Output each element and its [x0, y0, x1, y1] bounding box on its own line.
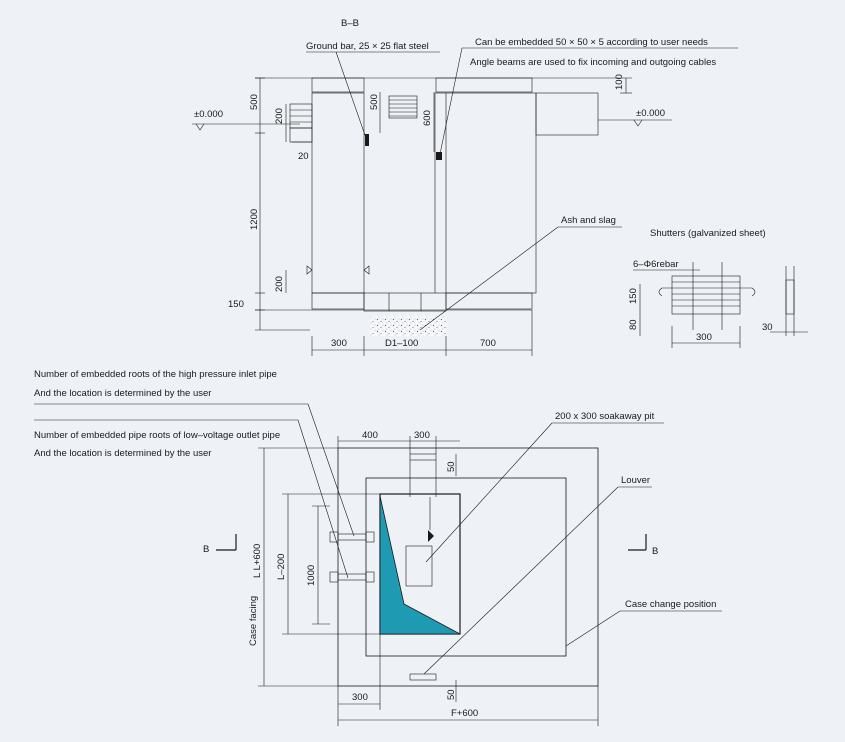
plan-view: Number of embedded roots of the high pre…	[34, 369, 722, 726]
dim-600: 600	[422, 110, 433, 126]
label-ground-bar: Ground bar, 25 × 25 flat steel	[306, 41, 429, 52]
shutter-dim-30: 30	[762, 322, 773, 333]
label-louver: Louver	[621, 475, 650, 486]
shutter-dim-150: 150	[628, 288, 639, 304]
dim-200-top: 200	[274, 108, 285, 124]
section-mark-right: B	[628, 534, 658, 557]
lv-pipe	[329, 571, 375, 583]
top-slab-left	[311, 77, 365, 93]
shutter-plate	[671, 275, 741, 315]
shutters-rebar: 6–Φ6rebar	[633, 259, 679, 270]
level-mark-right: ±0.000	[598, 108, 672, 127]
label-embed: Can be embedded 50 × 50 × 5 according to…	[475, 37, 708, 48]
label-ash-slag: Ash and slag	[561, 215, 616, 226]
dim-700: 700	[480, 338, 496, 349]
dim-150: 150	[228, 299, 244, 310]
base-left	[311, 292, 365, 310]
plan-dim-400: 400	[362, 430, 378, 441]
plan-dim-l600: L L+600	[252, 544, 263, 578]
brick-wall-right	[445, 92, 537, 294]
dim-20: 20	[298, 151, 309, 162]
angle-beam	[436, 152, 442, 160]
teal-plate	[379, 495, 461, 635]
shutters-detail: Shutters (galvanized sheet) 6–Φ6rebar 15…	[628, 228, 808, 348]
svg-text:B: B	[652, 546, 658, 557]
plan-dim-50-top: 50	[446, 461, 457, 472]
base-channel	[363, 292, 447, 312]
plan-dim-50-bottom: 50	[446, 689, 457, 700]
label-angle-beams: Angle beams are used to fix incoming and…	[470, 57, 716, 68]
dim-300: 300	[331, 338, 347, 349]
dim-d1: D1–100	[385, 338, 418, 349]
soakaway-pit	[405, 545, 433, 587]
brick-wall-ledge	[535, 92, 599, 136]
hp-pipe	[329, 531, 375, 543]
shutter-dim-80: 80	[628, 319, 639, 330]
label-soakaway: 200 x 300 soakaway pit	[555, 411, 655, 422]
note-hp-1: Number of embedded roots of the high pre…	[34, 369, 277, 380]
section-mark-left: B	[203, 534, 237, 555]
shutter-dim-300: 300	[696, 332, 712, 343]
brick-wall-left	[311, 92, 365, 294]
plan-dim-l200: L–200	[276, 554, 287, 580]
dim-500-inner: 500	[369, 94, 380, 110]
shutter-side-section	[785, 279, 795, 315]
svg-text:±0.000: ±0.000	[194, 109, 223, 120]
dim-200-bottom: 200	[274, 276, 285, 292]
section-bb: B–B	[192, 18, 738, 356]
bottom-opening	[409, 673, 437, 681]
plan-dim-f600: F+600	[451, 708, 478, 719]
shutters-title: Shutters (galvanized sheet)	[650, 228, 766, 239]
ground-bar	[365, 134, 369, 146]
louver-vent	[388, 95, 418, 119]
top-slab-right	[435, 77, 533, 93]
case-frame	[365, 477, 567, 657]
dim-500: 500	[249, 94, 260, 110]
svg-text:B: B	[203, 544, 209, 555]
plan-dim-300-top: 300	[414, 430, 430, 441]
ash-slag-fill	[370, 316, 446, 336]
level-mark-left: ±0.000	[192, 109, 300, 131]
note-lv-2: And the location is determined by the us…	[34, 448, 211, 459]
label-case-change: Case change position	[625, 599, 716, 610]
plan-dim-1000: 1000	[306, 565, 317, 586]
dim-100: 100	[614, 74, 625, 90]
section-bb-title: B–B	[341, 18, 359, 29]
left-stub	[289, 103, 313, 143]
dim-1200: 1200	[249, 209, 260, 230]
plan-dim-300-bottom: 300	[352, 692, 368, 703]
note-lv-1: Number of embedded pipe roots of low–vol…	[34, 430, 280, 441]
label-case-facing: Case facing	[248, 596, 259, 646]
note-hp-2: And the location is determined by the us…	[34, 388, 211, 399]
top-opening	[409, 453, 437, 461]
outer-frame	[337, 447, 599, 687]
svg-text:±0.000: ±0.000	[636, 108, 665, 119]
